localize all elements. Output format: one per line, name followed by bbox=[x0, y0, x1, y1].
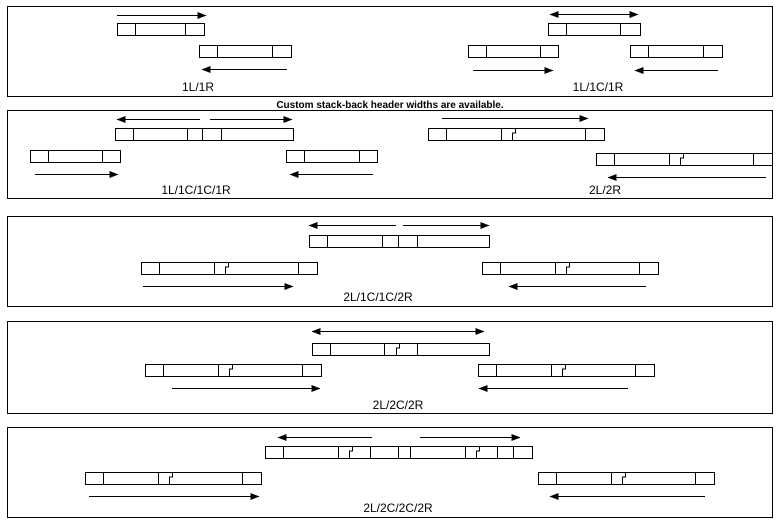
header-strip bbox=[117, 23, 205, 36]
header-strip bbox=[199, 45, 292, 58]
header-strip-stepped-divider bbox=[566, 262, 570, 274]
caption-1l-1r: 1L/1R bbox=[182, 80, 214, 94]
header-strip bbox=[538, 472, 715, 485]
caption-1l-1c-1r: 1L/1C/1R bbox=[573, 80, 624, 94]
header-strip-stepped-divider bbox=[680, 153, 684, 165]
header-strip-stepped-divider bbox=[512, 128, 516, 140]
header-strip bbox=[548, 23, 641, 36]
header-strip-stepped-divider bbox=[229, 364, 233, 376]
header-strip bbox=[141, 262, 318, 275]
header-strip bbox=[478, 364, 655, 377]
header-strip bbox=[428, 128, 605, 141]
header-strip bbox=[85, 472, 262, 485]
panel-frame-1 bbox=[7, 6, 773, 97]
header-strip bbox=[482, 262, 659, 275]
header-strip-stepped-divider bbox=[349, 446, 353, 458]
panel-frame-4 bbox=[7, 321, 773, 414]
header-strip bbox=[630, 45, 723, 58]
header-strip-stepped-divider bbox=[562, 364, 566, 376]
note-text: Custom stack-back header widths are avai… bbox=[276, 100, 504, 111]
header-strip-stepped-divider bbox=[396, 343, 400, 355]
caption-2l-1c-1c-2r: 2L/1C/1C/2R bbox=[343, 290, 413, 304]
caption-2l-2r: 2L/2R bbox=[589, 183, 621, 197]
caption-2l-2c-2r: 2L/2C/2R bbox=[373, 398, 424, 412]
header-strip-stepped-divider bbox=[476, 446, 480, 458]
caption-1l-1c-1c-1r: 1L/1C/1C/1R bbox=[161, 183, 231, 197]
header-strip bbox=[468, 45, 559, 58]
panel-frame-3 bbox=[7, 216, 773, 307]
header-strip-stepped-divider bbox=[169, 472, 173, 484]
header-strip bbox=[309, 235, 490, 248]
header-strip bbox=[596, 153, 773, 166]
header-strip bbox=[115, 128, 294, 141]
header-strip bbox=[286, 150, 378, 163]
header-strip-stepped-divider bbox=[225, 262, 229, 274]
header-strip bbox=[312, 343, 490, 356]
panel-frame-5 bbox=[7, 427, 773, 518]
header-strip-stepped-divider bbox=[622, 472, 626, 484]
caption-2l-2c-2c-2r: 2L/2C/2C/2R bbox=[363, 501, 433, 515]
header-strip bbox=[145, 364, 322, 377]
header-strip bbox=[30, 150, 121, 163]
